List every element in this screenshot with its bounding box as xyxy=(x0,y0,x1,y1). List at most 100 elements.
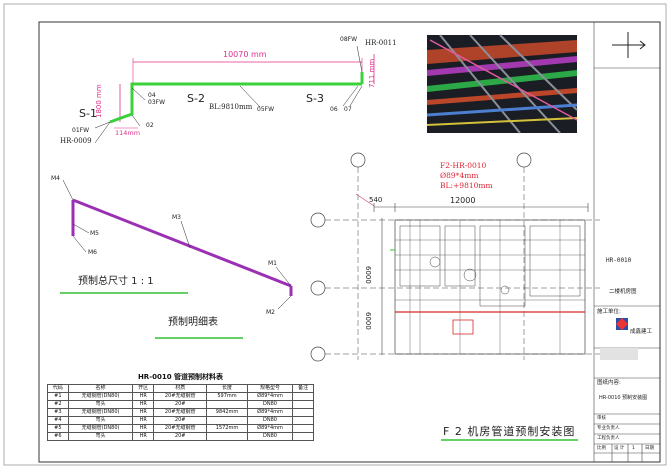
table-cell xyxy=(292,424,314,433)
marker-m5: M5 xyxy=(90,230,99,237)
point-07: 07 xyxy=(344,106,352,113)
plan-tag: F2-HR-0010 xyxy=(440,161,487,170)
table-cell xyxy=(292,432,314,441)
drawing-title: F 2 机房管道预制安装图 xyxy=(443,425,576,438)
date-label: 日期 xyxy=(645,446,654,451)
point-03: 03FW xyxy=(148,99,166,106)
table-cell: 20# xyxy=(153,432,208,441)
table-cell: HR xyxy=(132,400,155,409)
sheet-label: 设 计 xyxy=(614,446,625,451)
table-cell: HR xyxy=(132,432,155,441)
col-header: 规格型号 xyxy=(246,384,294,393)
table-cell xyxy=(292,408,314,417)
plan-view xyxy=(310,152,600,441)
point-01: 01FW xyxy=(72,127,90,134)
marker-m6: M6 xyxy=(88,249,97,256)
title-block-company: 成鑫建工 xyxy=(630,329,653,335)
table-cell: 20#无缝钢管 xyxy=(153,424,208,433)
table-cell: 20#无缝钢管 xyxy=(153,392,208,401)
table-cell: #4 xyxy=(47,416,69,425)
table-cell: 20# xyxy=(153,416,208,425)
table-cell: #1 xyxy=(47,392,69,401)
title-block-drawing-no: HR-0010 xyxy=(606,257,632,264)
table-cell: 弯头 xyxy=(67,416,134,425)
title-block-content-label: 图纸内容: xyxy=(597,380,621,386)
title-block-content: HR-0010 预制安装图 xyxy=(599,395,648,401)
north-arrow-icon xyxy=(612,32,646,58)
table-cell xyxy=(206,416,248,425)
redacted-stamp xyxy=(600,348,638,360)
height-dimension: 1800 mm xyxy=(95,84,103,118)
table-cell xyxy=(292,416,314,425)
plan-pipe-spec: Ø89*4mm xyxy=(440,171,479,180)
table-cell: HR xyxy=(132,392,155,401)
marker-m3: M3 xyxy=(172,214,181,221)
col-header: 开区 xyxy=(132,384,155,393)
table-cell xyxy=(292,392,314,401)
outer-border xyxy=(3,3,667,466)
table-cell: 20# xyxy=(153,400,208,409)
hr-left-label: HR-0009 xyxy=(60,137,92,145)
col-header: 长度 xyxy=(206,384,248,393)
col-header: 备注 xyxy=(292,384,314,393)
table-cell xyxy=(206,432,248,441)
plan-dim-6000-b: 6000 xyxy=(364,312,372,330)
point-06: 06 xyxy=(330,106,338,113)
point-05: 05FW xyxy=(257,106,275,113)
table-cell: #6 xyxy=(47,432,69,441)
title-block-lines xyxy=(593,22,660,462)
point-04: 04 xyxy=(148,92,156,99)
total-size-label: 预制总尺寸 1 : 1 xyxy=(78,276,154,287)
right-dimension: 711 mm xyxy=(368,58,376,88)
hr-right-label: HR-0011 xyxy=(365,39,397,47)
page-number: 1 xyxy=(632,446,635,451)
green-pipe xyxy=(109,82,362,124)
small-dimension: 114mm xyxy=(115,129,141,137)
table-cell: 无缝钢管(DN80) xyxy=(67,392,134,401)
segment-label-s1: S-1 xyxy=(79,107,97,120)
table-cell: 弯头 xyxy=(67,432,134,441)
table-cell: #3 xyxy=(47,408,69,417)
table-cell: 无缝钢管(DN80) xyxy=(67,424,134,433)
sign-row-review: 审核 xyxy=(597,416,606,421)
render-3d-view xyxy=(426,34,578,134)
table-row: #3 无缝钢管(DN80) HR 20#无缝钢管 9842mm Ø89*4mm xyxy=(47,408,314,417)
table-cell: DN80 xyxy=(246,416,294,425)
top-pipe-diagram xyxy=(94,45,375,144)
table-row: #2 弯头 HR 20# DN80 xyxy=(47,400,314,409)
table-row: #5 无缝钢管(DN80) HR 20#无缝钢管 1572mm Ø89*4mm xyxy=(47,424,314,433)
table-cell: Ø89*4mm xyxy=(246,424,294,433)
point-08: 08FW xyxy=(340,36,358,43)
col-header: 代码 xyxy=(47,384,69,393)
table-cell: Ø89*4mm xyxy=(246,408,294,417)
material-table-header: 代码 名称 开区 材质 长度 规格型号 备注 xyxy=(47,384,314,393)
table-cell: DN80 xyxy=(246,432,294,441)
table-cell: HR xyxy=(132,416,155,425)
table-cell: 1572mm xyxy=(206,424,248,433)
marker-m4: M4 xyxy=(51,175,60,182)
table-cell: HR xyxy=(132,408,155,417)
col-header: 名称 xyxy=(67,384,134,393)
col-header: 材质 xyxy=(153,384,208,393)
table-row: #6 弯头 HR 20# DN80 xyxy=(47,432,314,441)
table-cell: DN80 xyxy=(246,400,294,409)
table-cell: 无缝钢管(DN80) xyxy=(67,408,134,417)
table-cell xyxy=(292,400,314,409)
bottom-level-label: BL:9810mm xyxy=(209,103,253,111)
segment-label-s3: S-3 xyxy=(306,92,324,105)
company-logo xyxy=(616,318,628,330)
table-cell: 9842mm xyxy=(206,408,248,417)
segment-label-s2: S-2 xyxy=(187,92,205,105)
plan-dim-12000: 12000 xyxy=(450,196,476,205)
marker-m2: M2 xyxy=(266,309,275,316)
title-block-floor: 二楼机房图 xyxy=(609,289,637,295)
table-row: #4 弯头 HR 20# DN80 xyxy=(47,416,314,425)
table-cell: Ø89*4mm xyxy=(246,392,294,401)
table-row: #1 无缝钢管(DN80) HR 20#无缝钢管 597mm Ø89*4mm xyxy=(47,392,314,401)
length-dimension: 10070 mm xyxy=(223,50,267,59)
plan-dim-6000-a: 6000 xyxy=(364,266,372,284)
material-table-caption: HR-0010 管道预制材料表 xyxy=(137,373,224,381)
plan-dim-540: 540 xyxy=(369,196,383,204)
title-block-unit-label: 施工单位: xyxy=(597,309,621,315)
